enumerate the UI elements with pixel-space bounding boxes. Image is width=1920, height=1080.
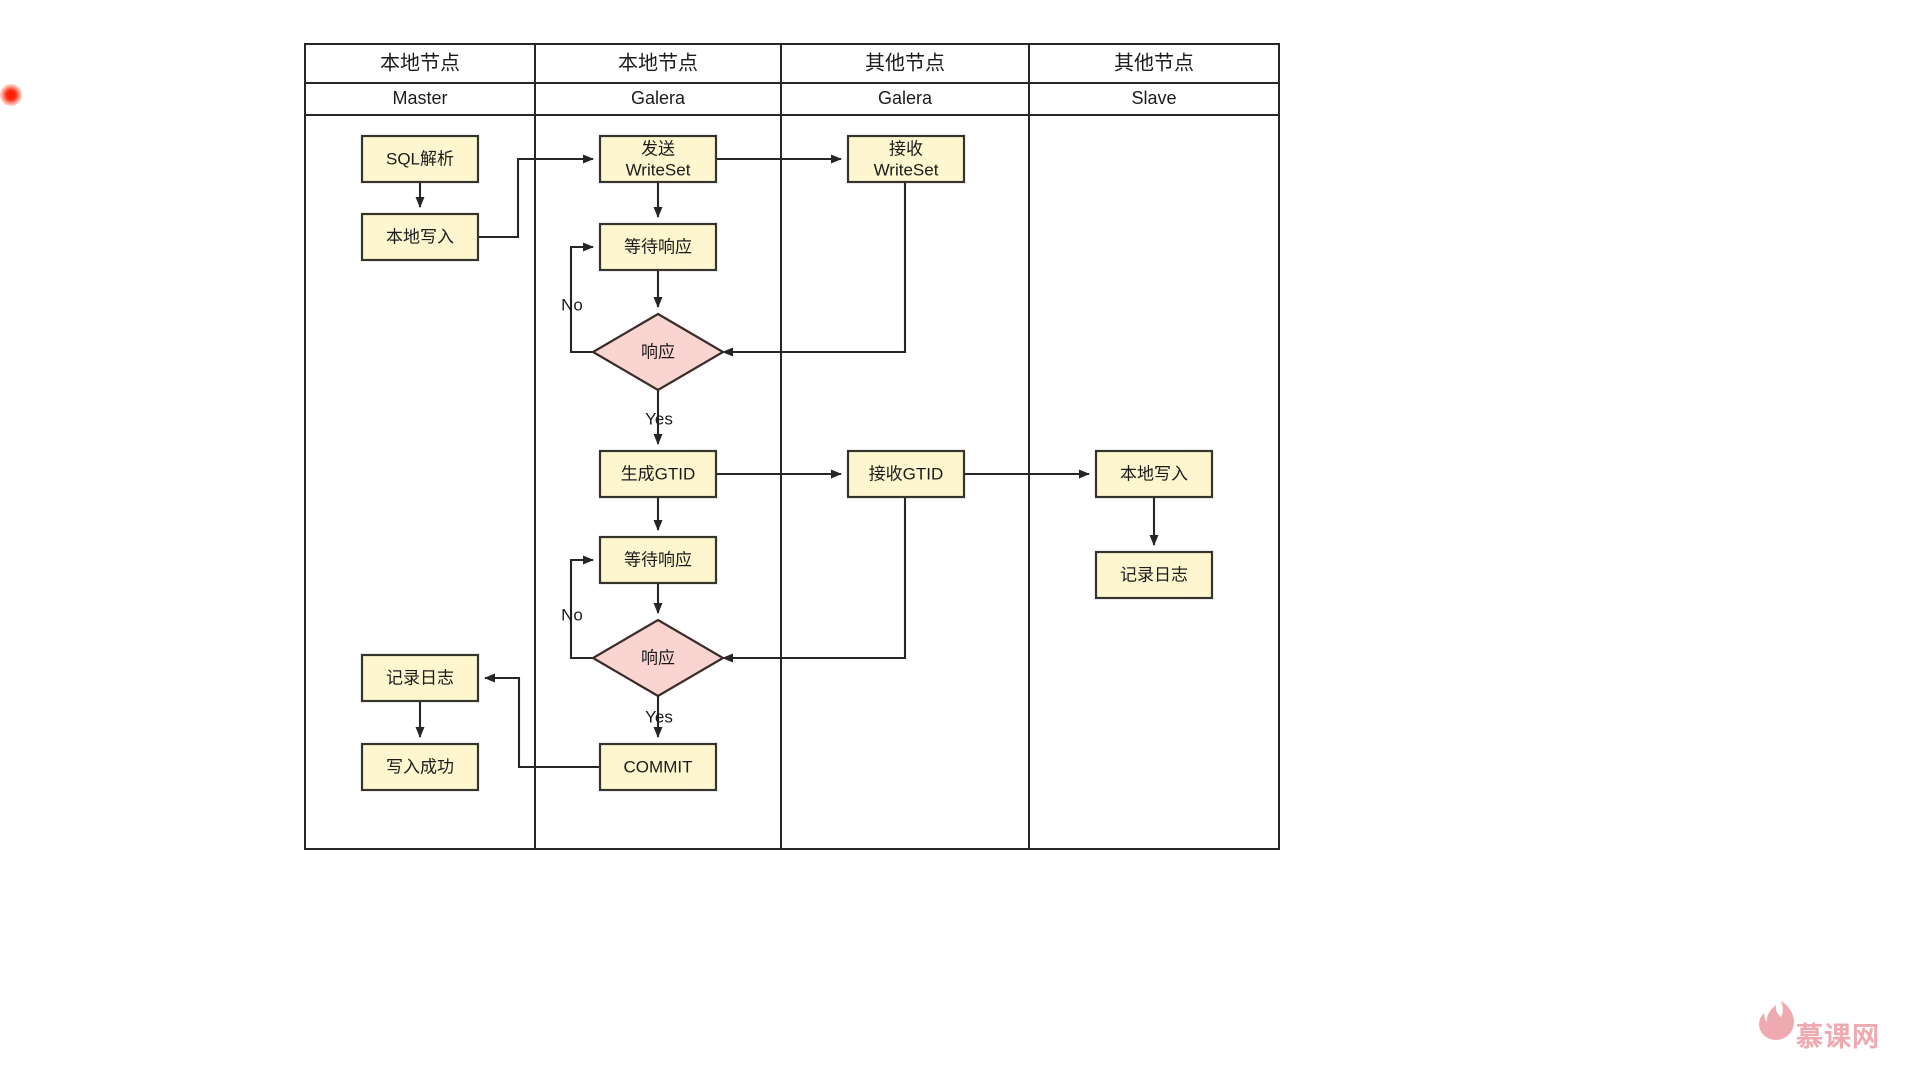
lane-header-2: 其他节点: [865, 51, 945, 74]
node-wait-response-1[interactable]: 等待响应: [598, 222, 718, 272]
edge-local-write-to-send-writeset: [478, 154, 594, 239]
lane-subheader-0: Master: [392, 88, 447, 108]
edge-label-no-2: No: [561, 605, 583, 624]
node-local-write-master[interactable]: 本地写入: [360, 212, 480, 262]
node-commit-label: COMMIT: [624, 757, 693, 776]
node-decision-response-1[interactable]: 响应: [590, 312, 726, 392]
node-wait-response-2[interactable]: 等待响应: [598, 535, 718, 585]
node-commit[interactable]: COMMIT: [598, 742, 718, 792]
node-send-writeset[interactable]: 发送 WriteSet: [598, 134, 718, 184]
swimlane-frame: [304, 43, 1280, 850]
edge-recv-gtid-to-decision-2: [722, 497, 907, 663]
edge-decision-1-no-to-wait-1: [569, 242, 600, 354]
lane-header-1: 本地节点: [618, 51, 698, 74]
node-send-writeset-label1: 发送: [641, 139, 675, 158]
lane-header-0: 本地节点: [380, 51, 460, 74]
watermark: 慕课网: [1759, 1001, 1880, 1052]
node-log-master[interactable]: 记录日志: [360, 653, 480, 703]
node-receive-gtid[interactable]: 接收GTID: [846, 449, 966, 499]
nodes-layer: SQL解析 本地写入 发送 WriteSet 接收 WriteSet: [360, 134, 1214, 792]
node-decision-response-2[interactable]: 响应: [590, 618, 726, 698]
lane-headers: 本地节点 本地节点 其他节点 其他节点 Master Galera Galera…: [380, 51, 1194, 107]
lane-subheader-3: Slave: [1131, 88, 1176, 108]
node-generate-gtid-label: 生成GTID: [621, 464, 696, 483]
red-cursor-blip: [0, 84, 22, 106]
node-generate-gtid[interactable]: 生成GTID: [598, 449, 718, 499]
node-decision-response-1-label: 响应: [641, 342, 675, 361]
edge-label-no-1: No: [561, 295, 583, 314]
node-recv-writeset-label1: 接收: [889, 139, 923, 158]
node-write-success[interactable]: 写入成功: [360, 742, 480, 792]
watermark-text: 慕课网: [1796, 1022, 1880, 1052]
edge-recv-writeset-to-decision-1: [722, 182, 907, 357]
edge-label-yes-1: Yes: [645, 409, 673, 428]
lane-subheader-2: Galera: [878, 88, 933, 108]
edge-commit-to-log-master: [484, 673, 600, 769]
node-log-master-label: 记录日志: [386, 668, 454, 687]
node-wait-response-1-label: 等待响应: [624, 237, 692, 256]
node-log-slave-label: 记录日志: [1120, 565, 1188, 584]
node-recv-writeset[interactable]: 接收 WriteSet: [846, 134, 966, 184]
edge-label-yes-2: Yes: [645, 707, 673, 726]
node-local-write-slave-label: 本地写入: [1120, 464, 1188, 483]
node-write-success-label: 写入成功: [386, 757, 454, 776]
node-log-slave[interactable]: 记录日志: [1094, 550, 1214, 600]
node-local-write-slave[interactable]: 本地写入: [1094, 449, 1214, 499]
lane-header-3: 其他节点: [1114, 51, 1194, 74]
node-sql-parse-label: SQL解析: [386, 149, 454, 168]
node-receive-gtid-label: 接收GTID: [869, 464, 944, 483]
node-wait-response-2-label: 等待响应: [624, 550, 692, 569]
edges-layer: No Yes No Yes: [415, 154, 1159, 769]
flame-icon: [1759, 1001, 1794, 1040]
node-send-writeset-label2: WriteSet: [626, 160, 691, 179]
node-local-write-master-label: 本地写入: [386, 227, 454, 246]
node-sql-parse[interactable]: SQL解析: [360, 134, 480, 184]
edge-decision-2-no-to-wait-2: [569, 555, 600, 660]
node-recv-writeset-label2: WriteSet: [874, 160, 939, 179]
lane-subheader-1: Galera: [631, 88, 686, 108]
node-decision-response-2-label: 响应: [641, 648, 675, 667]
